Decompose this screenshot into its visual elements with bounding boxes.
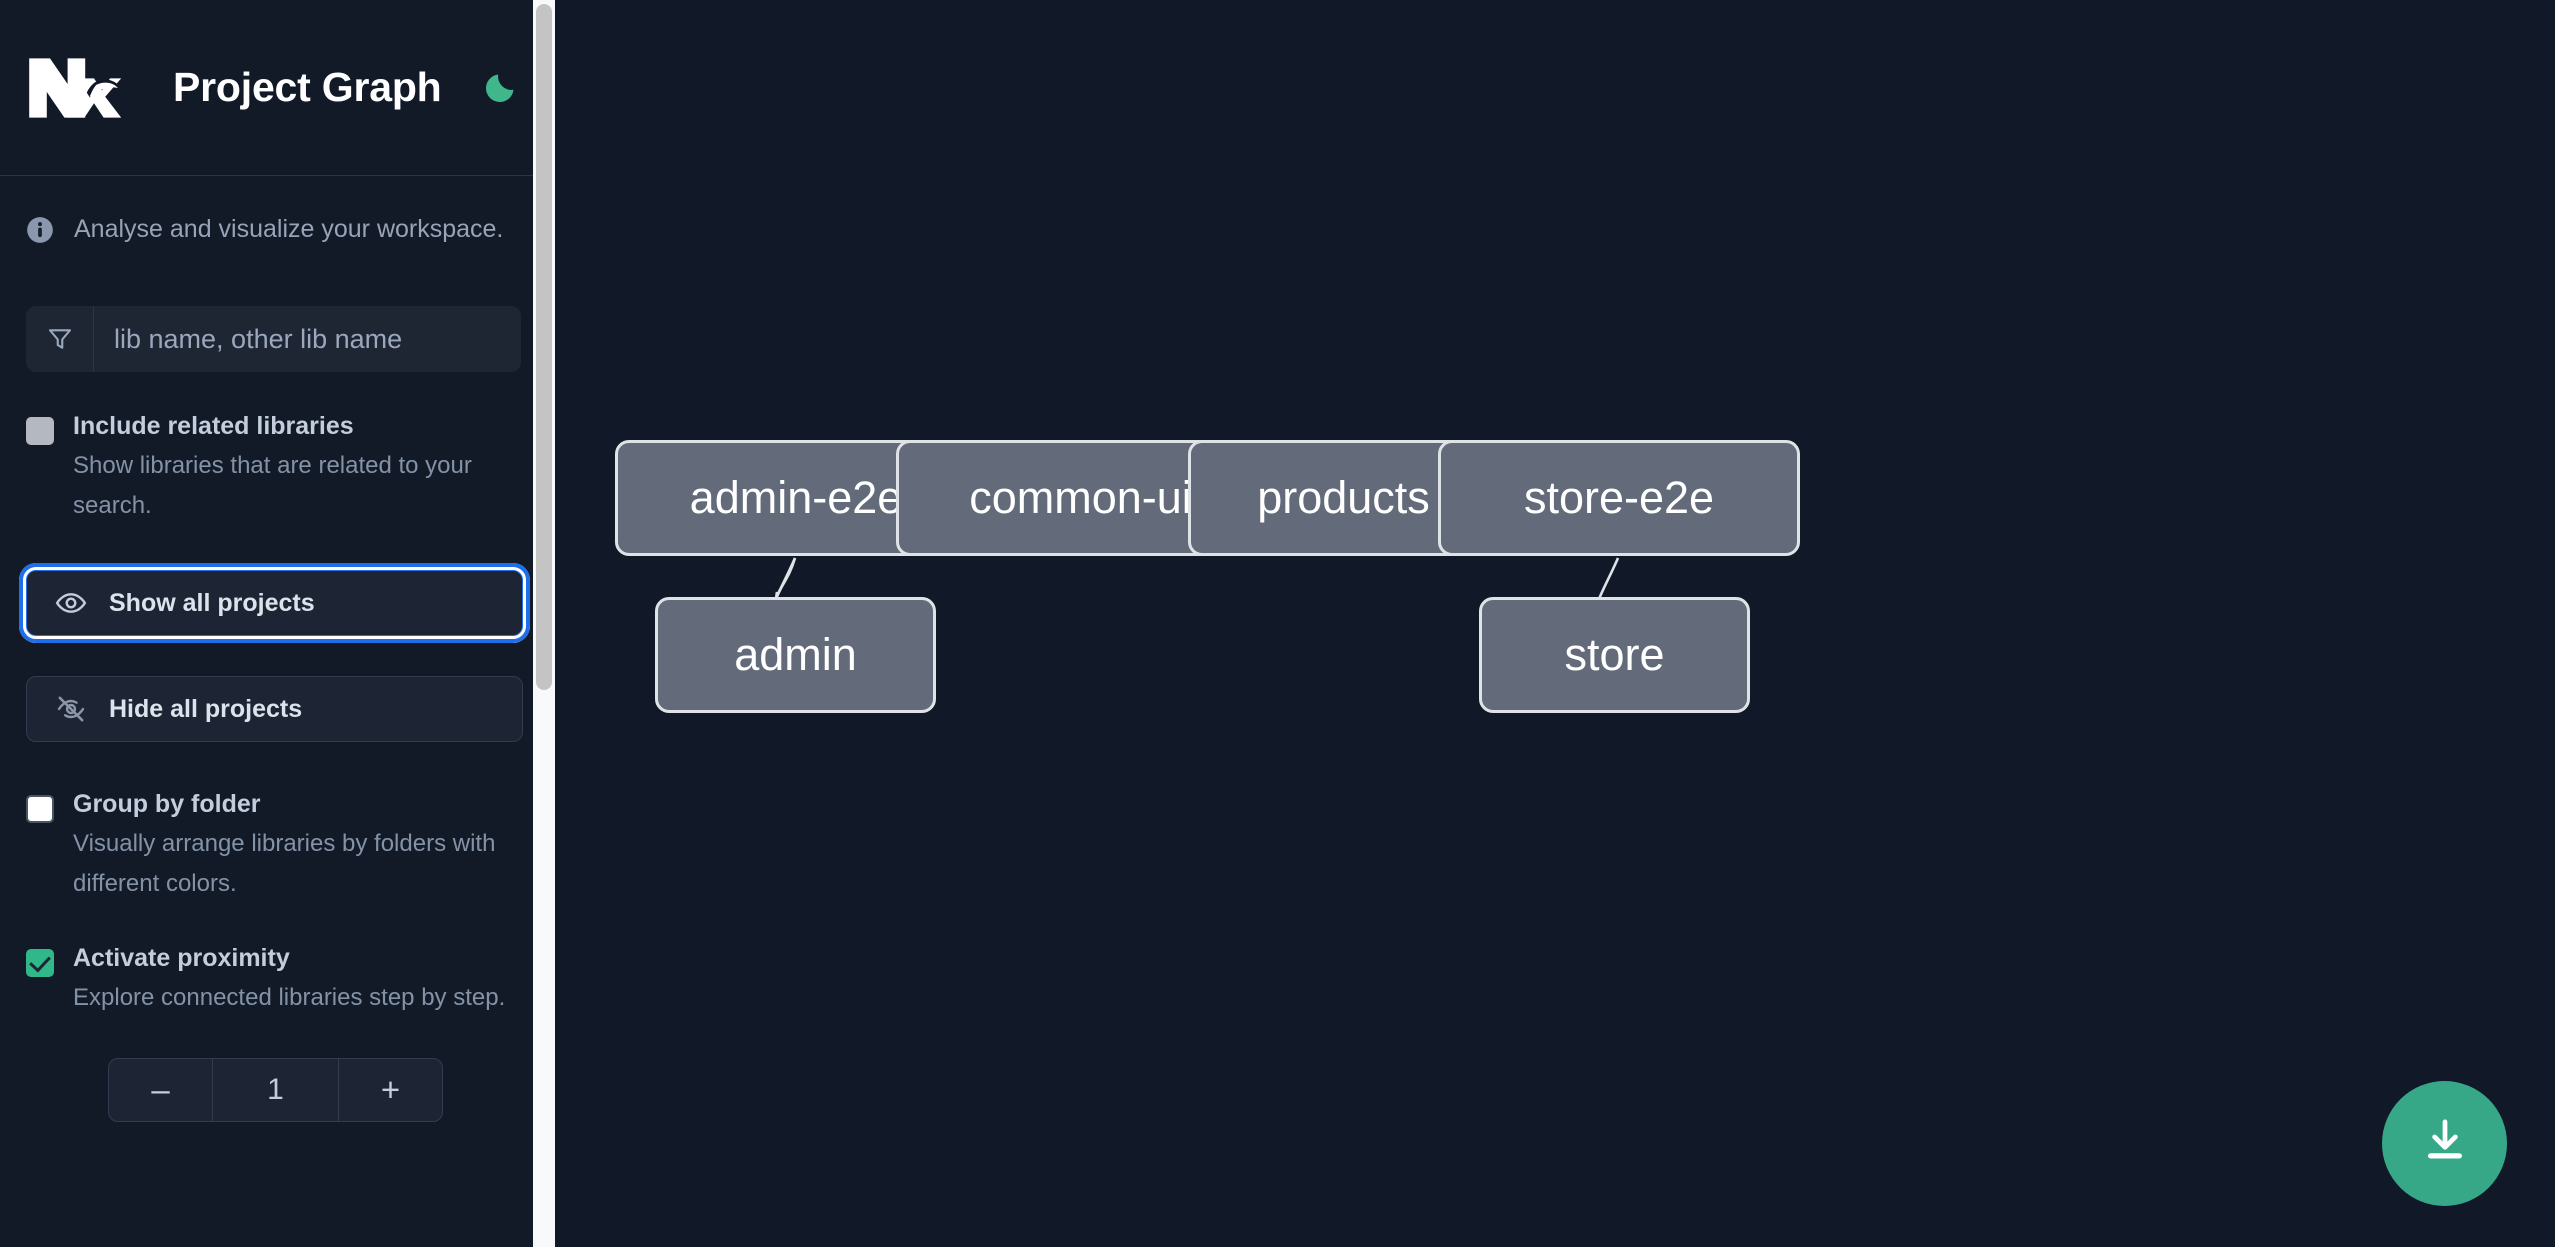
option-include-related-libraries[interactable]: Include related libraries Show libraries…	[26, 412, 526, 526]
checkbox-group-by-folder[interactable]	[26, 795, 54, 823]
option-group-by-folder[interactable]: Group by folder Visually arrange librari…	[26, 790, 526, 904]
option-description: Explore connected libraries step by step…	[73, 984, 506, 1011]
option-label: Group by folder	[73, 790, 261, 818]
option-label: Activate proximity	[73, 944, 290, 972]
workspace-tagline: Analyse and visualize your workspace.	[0, 176, 555, 244]
download-icon	[2418, 1114, 2472, 1173]
show-all-projects-label: Show all projects	[109, 588, 315, 617]
option-activate-proximity[interactable]: Activate proximity Explore connected lib…	[26, 944, 526, 1018]
proximity-stepper[interactable]: – 1 +	[108, 1058, 443, 1122]
stepper-value: 1	[267, 1073, 284, 1106]
show-all-projects-button[interactable]: Show all projects	[19, 563, 530, 643]
option-description: Show libraries that are related to your …	[73, 452, 472, 519]
stepper-decrement-button[interactable]: –	[109, 1059, 213, 1121]
eye-icon	[55, 587, 87, 619]
checkbox-activate-proximity[interactable]	[26, 949, 54, 977]
graph-node-store[interactable]: store	[1479, 597, 1750, 713]
stepper-increment-button[interactable]: +	[338, 1059, 442, 1121]
info-icon	[26, 216, 54, 244]
graph-node-admin[interactable]: admin	[655, 597, 936, 713]
sidebar-body: Analyse and visualize your workspace. In…	[0, 176, 555, 1122]
option-label: Include related libraries	[73, 412, 354, 440]
nx-logo-icon	[26, 55, 122, 121]
hide-all-projects-button[interactable]: Hide all projects	[26, 676, 523, 742]
sidebar-header: Project Graph	[0, 0, 555, 176]
project-graph-canvas[interactable]: implicit implicit admin-e2e common-ui pr…	[555, 0, 2555, 1247]
download-button[interactable]	[2382, 1081, 2507, 1206]
option-description: Visually arrange libraries by folders wi…	[73, 830, 496, 897]
filter-search-box[interactable]	[26, 306, 521, 372]
page-title: Project Graph	[173, 64, 442, 110]
sidebar: Project Graph Analyse and visualize your…	[0, 0, 555, 1247]
checkbox-include-related-libraries[interactable]	[26, 417, 54, 445]
hide-all-projects-label: Hide all projects	[109, 694, 303, 723]
filter-funnel-icon	[26, 306, 94, 372]
graph-node-store-e2e[interactable]: store-e2e	[1438, 440, 1800, 556]
eye-off-icon	[55, 693, 87, 725]
tagline-text: Analyse and visualize your workspace.	[74, 215, 504, 243]
sidebar-scrollbar[interactable]	[533, 0, 555, 1247]
moon-icon[interactable]	[480, 68, 520, 108]
search-input[interactable]	[94, 306, 521, 372]
sidebar-scrollbar-thumb[interactable]	[536, 4, 552, 690]
